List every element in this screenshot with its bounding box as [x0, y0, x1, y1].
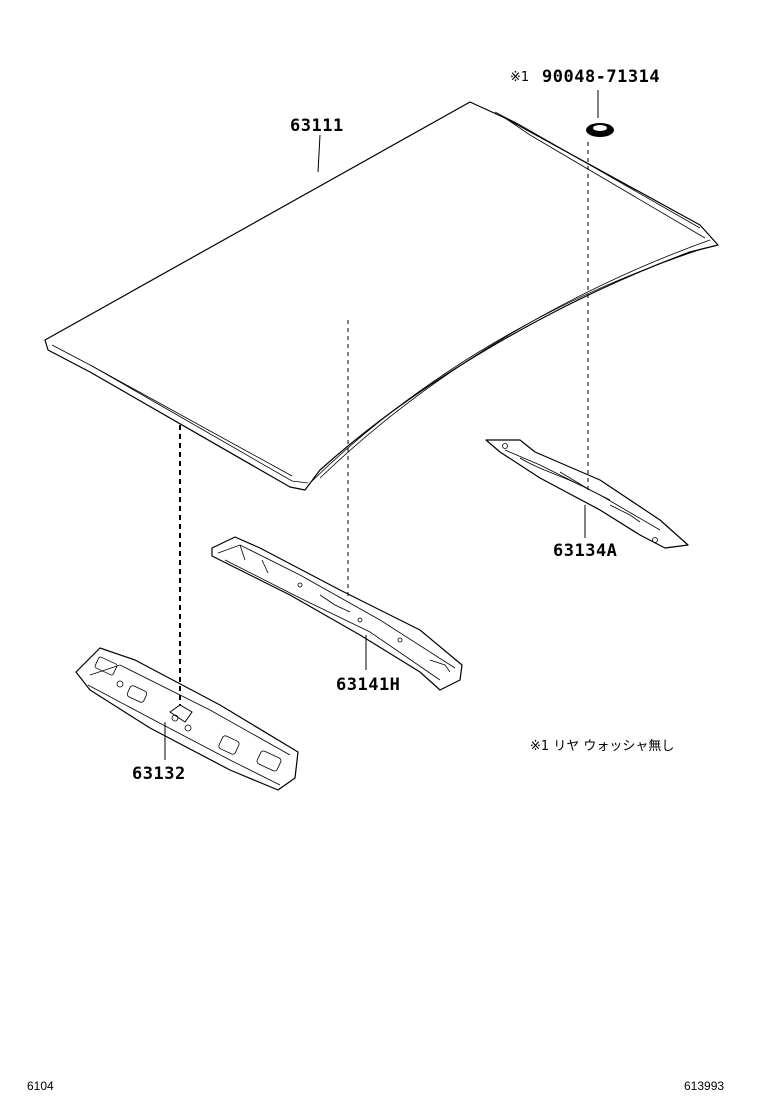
grommet-prefix: ※1 [510, 70, 529, 85]
rear-header-panel [485, 439, 689, 549]
footer-left-code: 6104 [27, 1079, 54, 1093]
roof-panel [44, 101, 719, 491]
roof-panel-label: 63111 [290, 116, 344, 136]
rear-header-label: 63134A [553, 541, 617, 561]
front-header-label: 63132 [132, 764, 186, 784]
footnote: ※1 リヤ ウォッシャ無し [530, 739, 674, 754]
center-bow-label: 63141H [336, 675, 400, 695]
front-header-panel [75, 647, 299, 791]
roof-panel-leader [317, 134, 321, 173]
footer-right-code: 613993 [684, 1079, 724, 1093]
center-bow-panel [211, 536, 463, 691]
grommet-part-number: 90048-71314 [542, 67, 660, 87]
grommet-label: ※1 90048-71314 [510, 67, 660, 87]
grommet-part [586, 123, 614, 137]
